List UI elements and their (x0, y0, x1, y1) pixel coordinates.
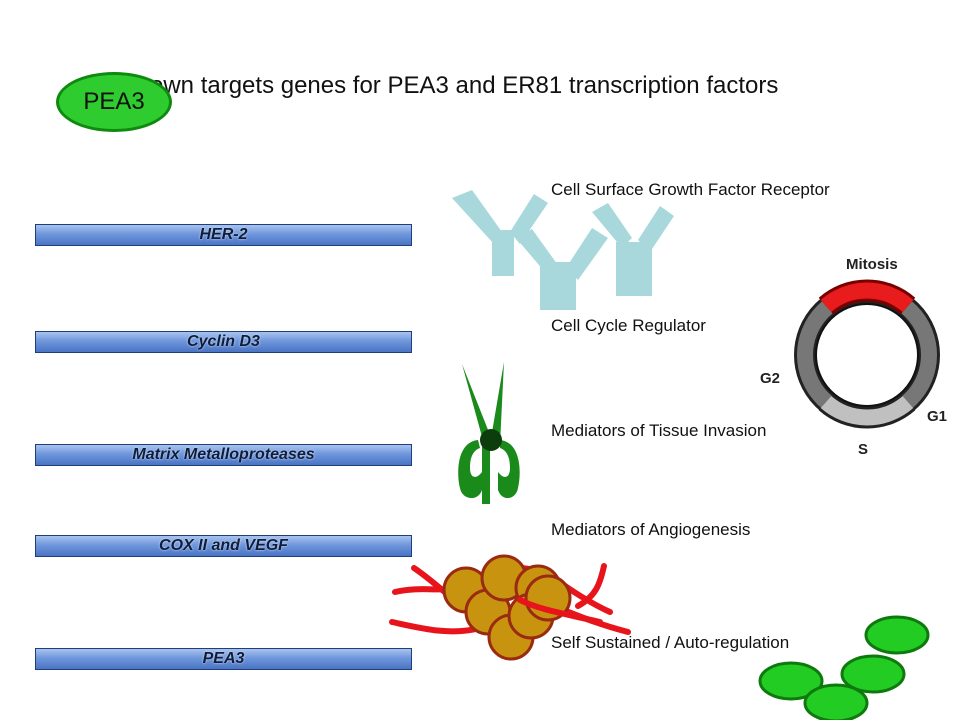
receptor-icons (452, 190, 674, 310)
gene-bar-cyclin-d3: Cyclin D3 (35, 331, 412, 353)
gene-bar-her2: HER-2 (35, 224, 412, 246)
cycle-label-s: S (858, 441, 869, 458)
cycle-label-g1: G1 (927, 408, 948, 425)
receptor-icon-1 (452, 190, 548, 276)
pea3-cells-icon (758, 615, 930, 720)
page-title: own targets genes for PEA3 and ER81 tran… (150, 72, 779, 99)
angiogenesis-icon (389, 554, 631, 661)
gene-label: COX II and VEGF (159, 537, 288, 554)
protease-icon (458, 362, 520, 504)
gene-label: HER-2 (199, 226, 248, 243)
receptor-icon-3 (592, 203, 674, 296)
function-label-autoregulation: Self Sustained / Auto-regulation (551, 633, 790, 652)
gene-bar-mmp: Matrix Metalloproteases (35, 444, 412, 466)
title-badge-label: PEA3 (83, 88, 145, 115)
function-label-receptor: Cell Surface Growth Factor Receptor (551, 180, 830, 199)
gene-label: Cyclin D3 (187, 333, 260, 350)
gene-label: Matrix Metalloproteases (132, 446, 315, 463)
gene-bar-cox2-vegf: COX II and VEGF (35, 535, 412, 557)
cycle-label-mitosis: Mitosis (846, 256, 898, 273)
cycle-label-g2: G2 (760, 370, 781, 387)
gene-bar-pea3: PEA3 (35, 648, 412, 670)
title-badge: PEA3 (56, 72, 172, 132)
function-label-cell-cycle: Cell Cycle Regulator (551, 316, 706, 335)
gene-label: PEA3 (202, 650, 245, 667)
function-label-invasion: Mediators of Tissue Invasion (551, 421, 767, 440)
function-label-angiogenesis: Mediators of Angiogenesis (551, 520, 751, 539)
receptor-icon-2 (516, 228, 608, 310)
cell-cycle-diagram (794, 279, 940, 429)
